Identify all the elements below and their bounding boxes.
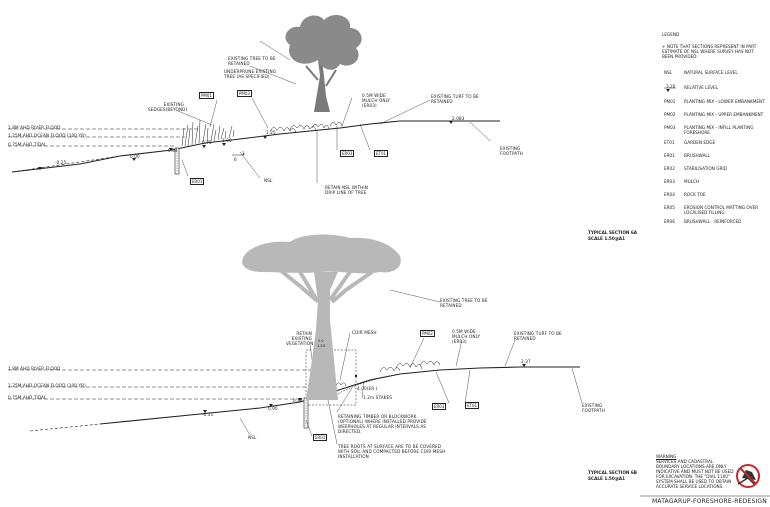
tree-b (242, 234, 401, 400)
legend-code-6: ER01 (664, 153, 675, 158)
sheet-title: MATAGARUP-FORESHORE-REDESIGN (652, 498, 767, 505)
callout-turf-a: EXISTING TURF TO BE RETAINED (431, 94, 479, 104)
legend-desc-7: STABILISATION GRID (684, 166, 727, 171)
callout-nsl-a: NSL (264, 178, 273, 183)
section-a-scale: SCALE 1:50@A1 (588, 236, 626, 241)
level-a-1: -0.25 (55, 160, 67, 165)
legend-code-10: ER05 (664, 205, 675, 210)
level-b-2: 0.00 (268, 406, 278, 411)
legend-desc-2: PLANTING MIX - LOWER EMBANKMENT (684, 99, 765, 104)
legend-desc-5: GARDEN EDGE (684, 140, 716, 145)
water-level-ocean-flood-label-b: 1.25M AHD OCEAN FLOOD (100 YR) (8, 383, 86, 388)
callout-footpath-b: EXISTING FOOTPATH (582, 403, 605, 413)
warning-title: WARNING (656, 454, 677, 459)
section-a-linework (8, 40, 500, 183)
tag-pm01-a: PM01 (199, 92, 214, 99)
callout-retain-veg-b: RETAIN EXISTING VEGETATION (286, 331, 314, 346)
callout-turf-b: EXISTING TURF TO BE RETAINED (514, 331, 562, 341)
tag-pm03-a: PM03 (237, 90, 252, 97)
legend-desc-0: NATURAL SURFACE LEVEL (684, 70, 738, 75)
level-a-6: 1.25 (266, 130, 276, 135)
slope-tag-b-bottom: 1.5G (317, 344, 326, 348)
level-a-7: 2.083 (452, 116, 465, 121)
slope-a-run: 6 (234, 157, 237, 162)
tag-er01-b: ER01 (313, 434, 328, 441)
shrubs-a (269, 122, 343, 134)
tag-et01-a: ET01 (374, 150, 389, 157)
callout-roots-b: TREE ROOTS AT SURFACE ARE TO BE COVERED … (338, 444, 446, 459)
water-level-river-flood-label-b: 1.8M AHD RIVER FLOOD (8, 366, 61, 371)
callout-stakes1-b: 4.00(ER.) (357, 386, 378, 391)
callout-tree-a: EXISTING TREE TO BE RETAINED (228, 56, 276, 66)
tag-er01-a: ER01 (190, 178, 205, 185)
legend-desc-6: BRUSHWALL (684, 153, 711, 158)
water-level-tidal-label-b: 0.75M AHD TIDAL (8, 395, 47, 400)
legend-desc-1: RELATIVE LEVEL (684, 85, 718, 90)
legend-desc-11: BRUSHWALL - REINFORCED (684, 219, 742, 224)
ground-surface-a (11, 120, 500, 173)
callout-retain-nsl-a: RETAIN NSL WITHIN DRIP LINE OF TREE (325, 185, 368, 195)
legend-code-1: 3.20 (666, 84, 676, 89)
tag-er03-a: ER03 (340, 150, 355, 157)
no-dig-warning-icon (736, 464, 760, 488)
warning-text: SERVICES AND CADASTRAL BOUNDARY LOCATION… (656, 459, 734, 489)
level-b-3: 0.44 (293, 398, 303, 403)
callout-footpath-a: EXISTING FOOTPATH (500, 146, 523, 156)
legend-title: LEGEND (662, 32, 680, 37)
legend-desc-9: ROCK TOE (684, 192, 706, 197)
level-a-5: 1.00 (222, 138, 232, 143)
legend-code-5: ET01 (664, 140, 675, 145)
ground-surface-b (99, 366, 580, 425)
legend-note: + NOTE THAT SECTIONS REPRESENT IN PART E… (662, 44, 757, 59)
legend-desc-3: PLANTING MIX - UPPER EMBANKMENT (684, 112, 764, 117)
level-b-4: 2.37 (521, 359, 531, 364)
section-b-title: TYPICAL SECTION 6B (588, 470, 637, 475)
legend-code-11: ER06 (664, 219, 675, 224)
section-b-scale: SCALE 1:50@A1 (588, 476, 626, 481)
legend-code-4: PM03 (664, 125, 676, 130)
callout-mulch-a: 0.5M WIDE MULCH ONLY (ER03) (362, 93, 391, 108)
callout-coir-b: COIR MESH (352, 330, 377, 335)
callout-timber-b: RETAINING TIMBER OR BLOCKWORK (OPTIONAL)… (338, 414, 427, 434)
callout-mulch-b: 0.5M WIDE MULCH ONLY (ER03) (452, 329, 481, 344)
level-b-1: -0.31 (202, 412, 214, 417)
callout-tree-b: EXISTING TREE TO BE RETAINED (440, 298, 488, 308)
level-a-4: 0.75 (202, 140, 212, 145)
legend-desc-10: EROSION CONTROL MATTING OVER LOCALISED F… (684, 205, 759, 215)
callout-sedges-a: EXISTING SEDGES(BEYOND) (148, 102, 188, 112)
section-b-linework (8, 289, 583, 445)
tag-pm02-b: PM02 (420, 330, 435, 337)
tag-er03-b: ER03 (432, 403, 447, 410)
callout-underprune-a: UNDERPRUNE EXISTING TREE (AS SPECIFIED) (224, 69, 277, 79)
water-level-tidal-label-a: 0.75M AHD TIDAL (8, 142, 47, 147)
legend-desc-4: PLANTING MIX - INFILL PLANTING FORESHORE (684, 125, 754, 135)
legend-desc-8: MULCH (684, 179, 700, 184)
level-a-2: 0.00 (130, 154, 140, 159)
slope-tag-b-top: 5.0 (318, 339, 324, 343)
legend-code-0: NSL (664, 70, 673, 75)
callout-stakes2-b: 1.2m STAKES (363, 395, 392, 400)
water-level-river-flood-label-a: 1.8M AHD RIVER FLOOD (8, 125, 61, 130)
callout-nsl-b: NSL (248, 435, 257, 440)
legend-code-3: PM02 (664, 112, 676, 117)
legend-code-2: PM01 (664, 99, 676, 104)
sedges-a (181, 119, 235, 147)
legend-code-7: ER02 (664, 166, 675, 171)
section-a-title: TYPICAL SECTION 6A (588, 230, 637, 235)
legend-code-9: ER04 (664, 192, 675, 197)
legend-code-8: ER03 (664, 179, 675, 184)
slope-a-rise: 1 (242, 151, 245, 156)
tree-a (285, 14, 362, 112)
shrubs-b (335, 361, 441, 387)
water-level-ocean-flood-label-a: 1.25M AHD OCEAN FLOOD (100 YR) (8, 133, 86, 138)
legend-level-symbol (664, 87, 676, 92)
level-a-3: 0.44 (168, 148, 178, 153)
tag-et01-b: ET01 (465, 402, 480, 409)
